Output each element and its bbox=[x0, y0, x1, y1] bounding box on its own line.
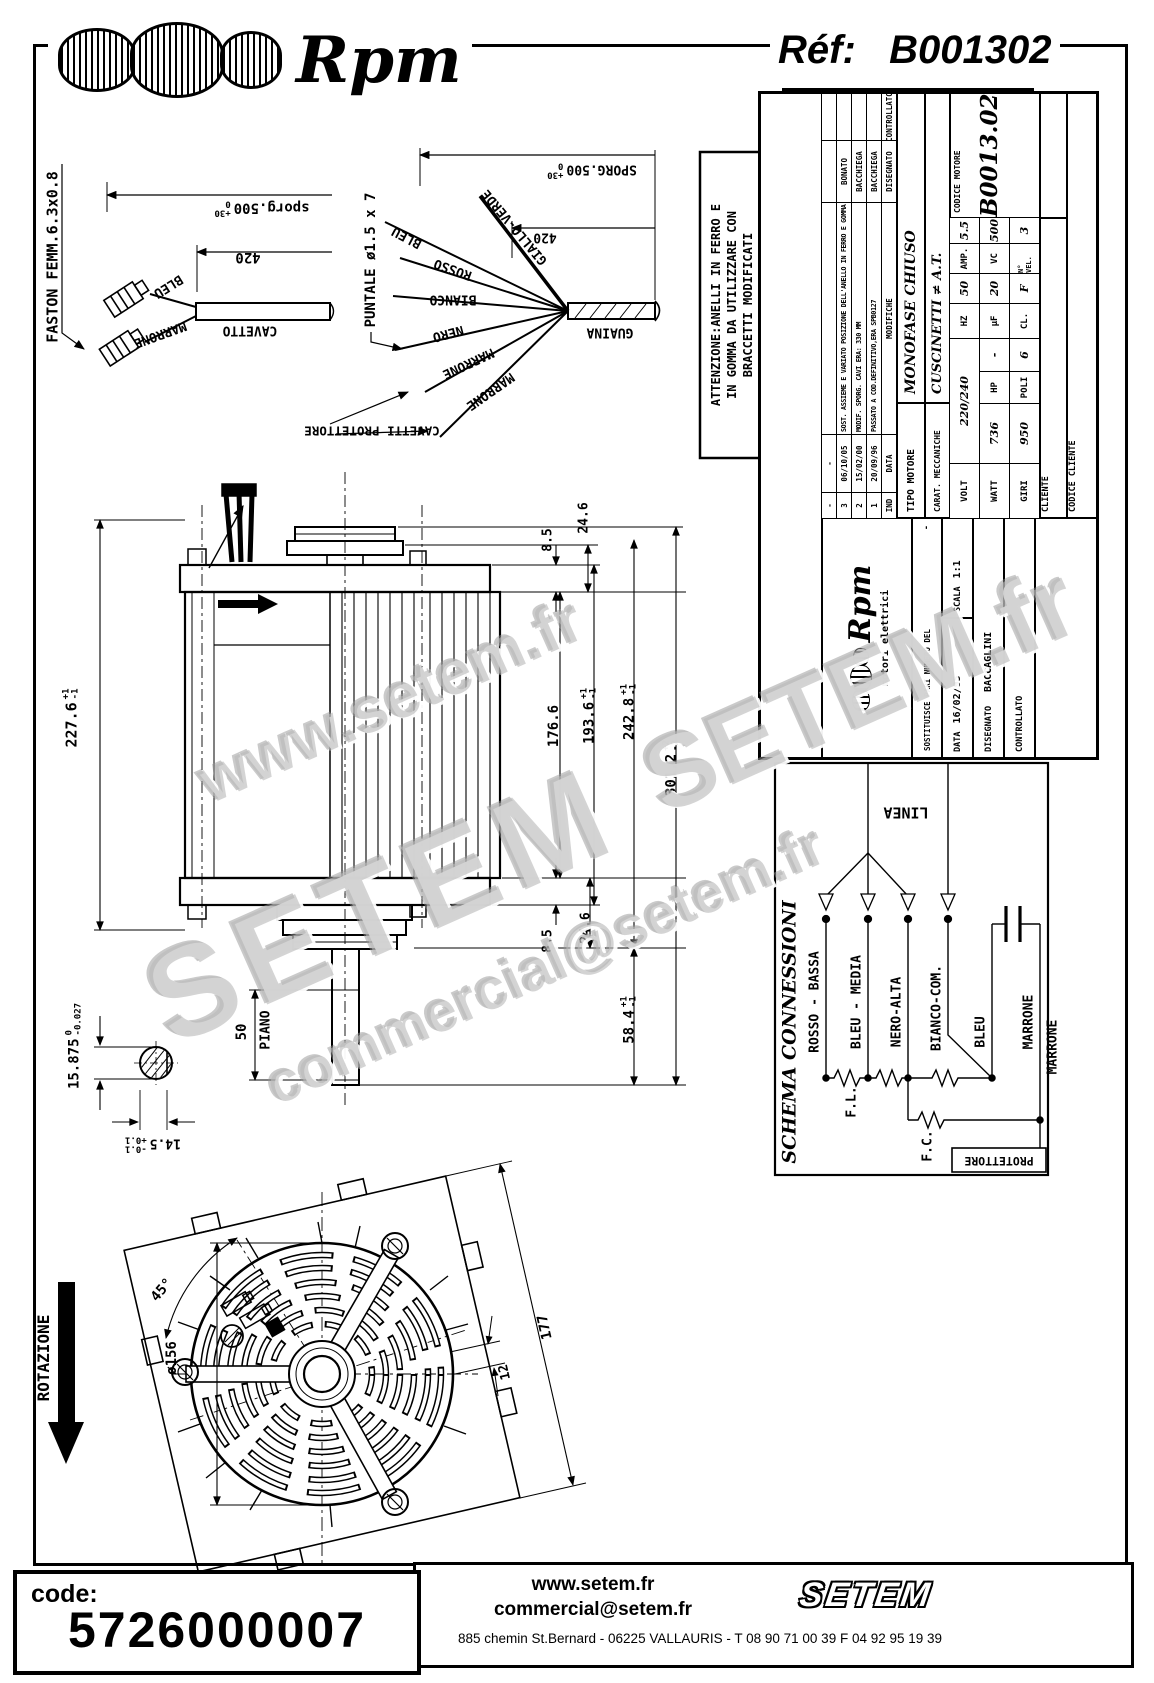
coil-icon bbox=[130, 22, 224, 98]
schema-wire-bleu-media: BLEU - MEDIA bbox=[849, 955, 865, 1049]
label-piano: PIANO bbox=[258, 1010, 274, 1050]
sostituisce-cell: SOSTITUISCE PARI NUMERO DEL - bbox=[912, 518, 942, 758]
dim-176-6: 176.6 bbox=[546, 704, 562, 748]
coil-icon bbox=[851, 689, 870, 712]
schema-fl-label: F.L. bbox=[844, 1086, 860, 1118]
dim-50: 50 bbox=[234, 1023, 250, 1041]
ref-value: B001302 bbox=[889, 28, 1052, 72]
reference: Réf: B001302 bbox=[770, 26, 1060, 75]
cliente-cell: CLIENTE bbox=[1040, 218, 1067, 518]
dim-24-6-bottom: 24.6 bbox=[578, 912, 594, 944]
dim-58-4: 58.4 +1-1 bbox=[619, 996, 639, 1044]
carat-label-cell: CARAT. MECCANICHE bbox=[925, 403, 950, 518]
dim-14-5: 14.5 -0.1+0.1 bbox=[125, 1134, 181, 1154]
dim-193-6: 193.6 +1-1 bbox=[579, 688, 599, 744]
code-box: code: 5726000007 bbox=[13, 1570, 421, 1675]
coil-icon bbox=[220, 31, 282, 89]
rpm-logo: Rpm bbox=[48, 22, 472, 98]
dim-dia-156: ø156 bbox=[164, 1341, 180, 1375]
tb-brand: Rpm bbox=[843, 564, 878, 643]
wire-fan-lines bbox=[329, 148, 661, 438]
title-block-empty-bottom bbox=[1035, 518, 1097, 758]
motor-side-view bbox=[94, 472, 686, 1130]
faston-detail-lines bbox=[61, 164, 335, 368]
codice-cliente-cell: CODICE CLIENTE bbox=[1067, 93, 1097, 518]
dim-24-6-top: 24.6 bbox=[576, 502, 592, 534]
coil-icon bbox=[852, 648, 869, 667]
footer-site[interactable]: www.setem.fr bbox=[531, 1574, 655, 1595]
schema-lines bbox=[773, 761, 1050, 1177]
codice-motore-cell: CODICE MOTORE B0013.02 bbox=[950, 93, 1040, 218]
tipo-motore-label-cell: TIPO MOTORE bbox=[897, 403, 925, 518]
carat-value-cell: CUSCINETTI ≠ A.T. bbox=[925, 93, 950, 403]
controllato-cell: CONTROLLATO bbox=[1004, 518, 1035, 758]
fan-end-view bbox=[48, 1160, 587, 1573]
sheath-label-guaina: GUAINA bbox=[586, 324, 634, 340]
schema-wire-nero-alta: NERO-ALTA bbox=[889, 976, 905, 1048]
title-block-logo-cell: Rpm motori elettrici bbox=[822, 518, 912, 758]
title-block-empty-strip bbox=[760, 93, 822, 758]
linea-label: LINEA bbox=[883, 803, 929, 822]
schema-wire-bleu: BLEU bbox=[973, 1016, 989, 1048]
schema-wire-marrone-2: MARRONE bbox=[1045, 1019, 1061, 1075]
dim-420-left: 420 bbox=[235, 249, 261, 265]
code-label: code: bbox=[31, 1580, 98, 1608]
dim-8-5-top: 8.5 bbox=[540, 528, 556, 552]
schema-wire-rosso-bassa: ROSSO - BASSA bbox=[807, 951, 823, 1053]
ref-underline bbox=[782, 88, 1034, 93]
schema-wire-marrone-1: MARRONE bbox=[1021, 994, 1037, 1050]
schema-title: SCHEMA CONNESSIONI bbox=[778, 900, 801, 1164]
tb-brand-sub: motori elettrici bbox=[880, 589, 891, 687]
spec-grid: VOLT 220/240 HZ 50 AMP. 5.5 WATT 736 HP … bbox=[950, 218, 1040, 518]
schema-fc-label: F.C. bbox=[920, 1130, 936, 1162]
cliente-empty-cell bbox=[1040, 93, 1067, 218]
dim-227-6: 227.6 +1-1 bbox=[61, 688, 81, 748]
title-block: Rpm motori elettrici SOSTITUISCE PARI NU… bbox=[758, 91, 1099, 760]
schema-protettore-label: PROTETTORE bbox=[964, 1153, 1034, 1168]
scala-cell: SCALA 1:1 bbox=[942, 518, 973, 618]
coil-icon bbox=[849, 665, 872, 692]
attention-line-1: ATTENZIONE:ANELLI IN FERRO E bbox=[709, 203, 723, 407]
disegnato-cell: DISEGNATO BACCAGLINI bbox=[973, 518, 1004, 758]
data-cell: DATA 16/02/95 bbox=[942, 618, 973, 758]
dim-12: 12 bbox=[495, 1362, 515, 1382]
coil-icon bbox=[58, 28, 136, 92]
cavetti-protettore-label: CAVETTI PROTETTORE bbox=[304, 423, 440, 439]
tipo-motore-value-cell: MONOFASE CHIUSO bbox=[897, 93, 925, 403]
puntale-label: PUNTALE ø1.5 x 7 bbox=[363, 192, 379, 328]
dim-15-875: 15.875 0-0.027 bbox=[64, 1002, 84, 1090]
dim-8-5-bottom: 8.5 bbox=[540, 929, 556, 953]
rotazione-label: ROTAZIONE bbox=[34, 1314, 53, 1402]
dim-301-2: 301.2 +2-2 bbox=[661, 740, 681, 796]
dim-242-8: 242.8 +1-1 bbox=[619, 684, 639, 740]
attention-line-2: IN GOMMA DA UTILIZZARE CON bbox=[725, 211, 739, 399]
footer-address: 885 chemin St.Bernard - 06225 VALLAURIS … bbox=[457, 1631, 943, 1646]
footer-email[interactable]: commercial@setem.fr bbox=[493, 1599, 693, 1620]
cable-label-cavetto: CAVETTO bbox=[222, 322, 278, 338]
ref-label: Réf: bbox=[778, 28, 856, 72]
attention-line-3: BRACCETTI MODIFICATI bbox=[741, 232, 755, 378]
faston-title: FASTON FEMM.6.3x0.8 bbox=[43, 171, 62, 343]
schema-wire-bianco-com: BIANCO-COM. bbox=[929, 964, 945, 1052]
brand-name: Rpm bbox=[296, 22, 462, 98]
wire-label-bianco: BIANCO bbox=[429, 291, 477, 307]
footer-setem-logo-text: SETEM bbox=[797, 1576, 935, 1614]
code-value: 5726000007 bbox=[67, 1602, 367, 1658]
footer-contact-box bbox=[413, 1562, 1134, 1668]
